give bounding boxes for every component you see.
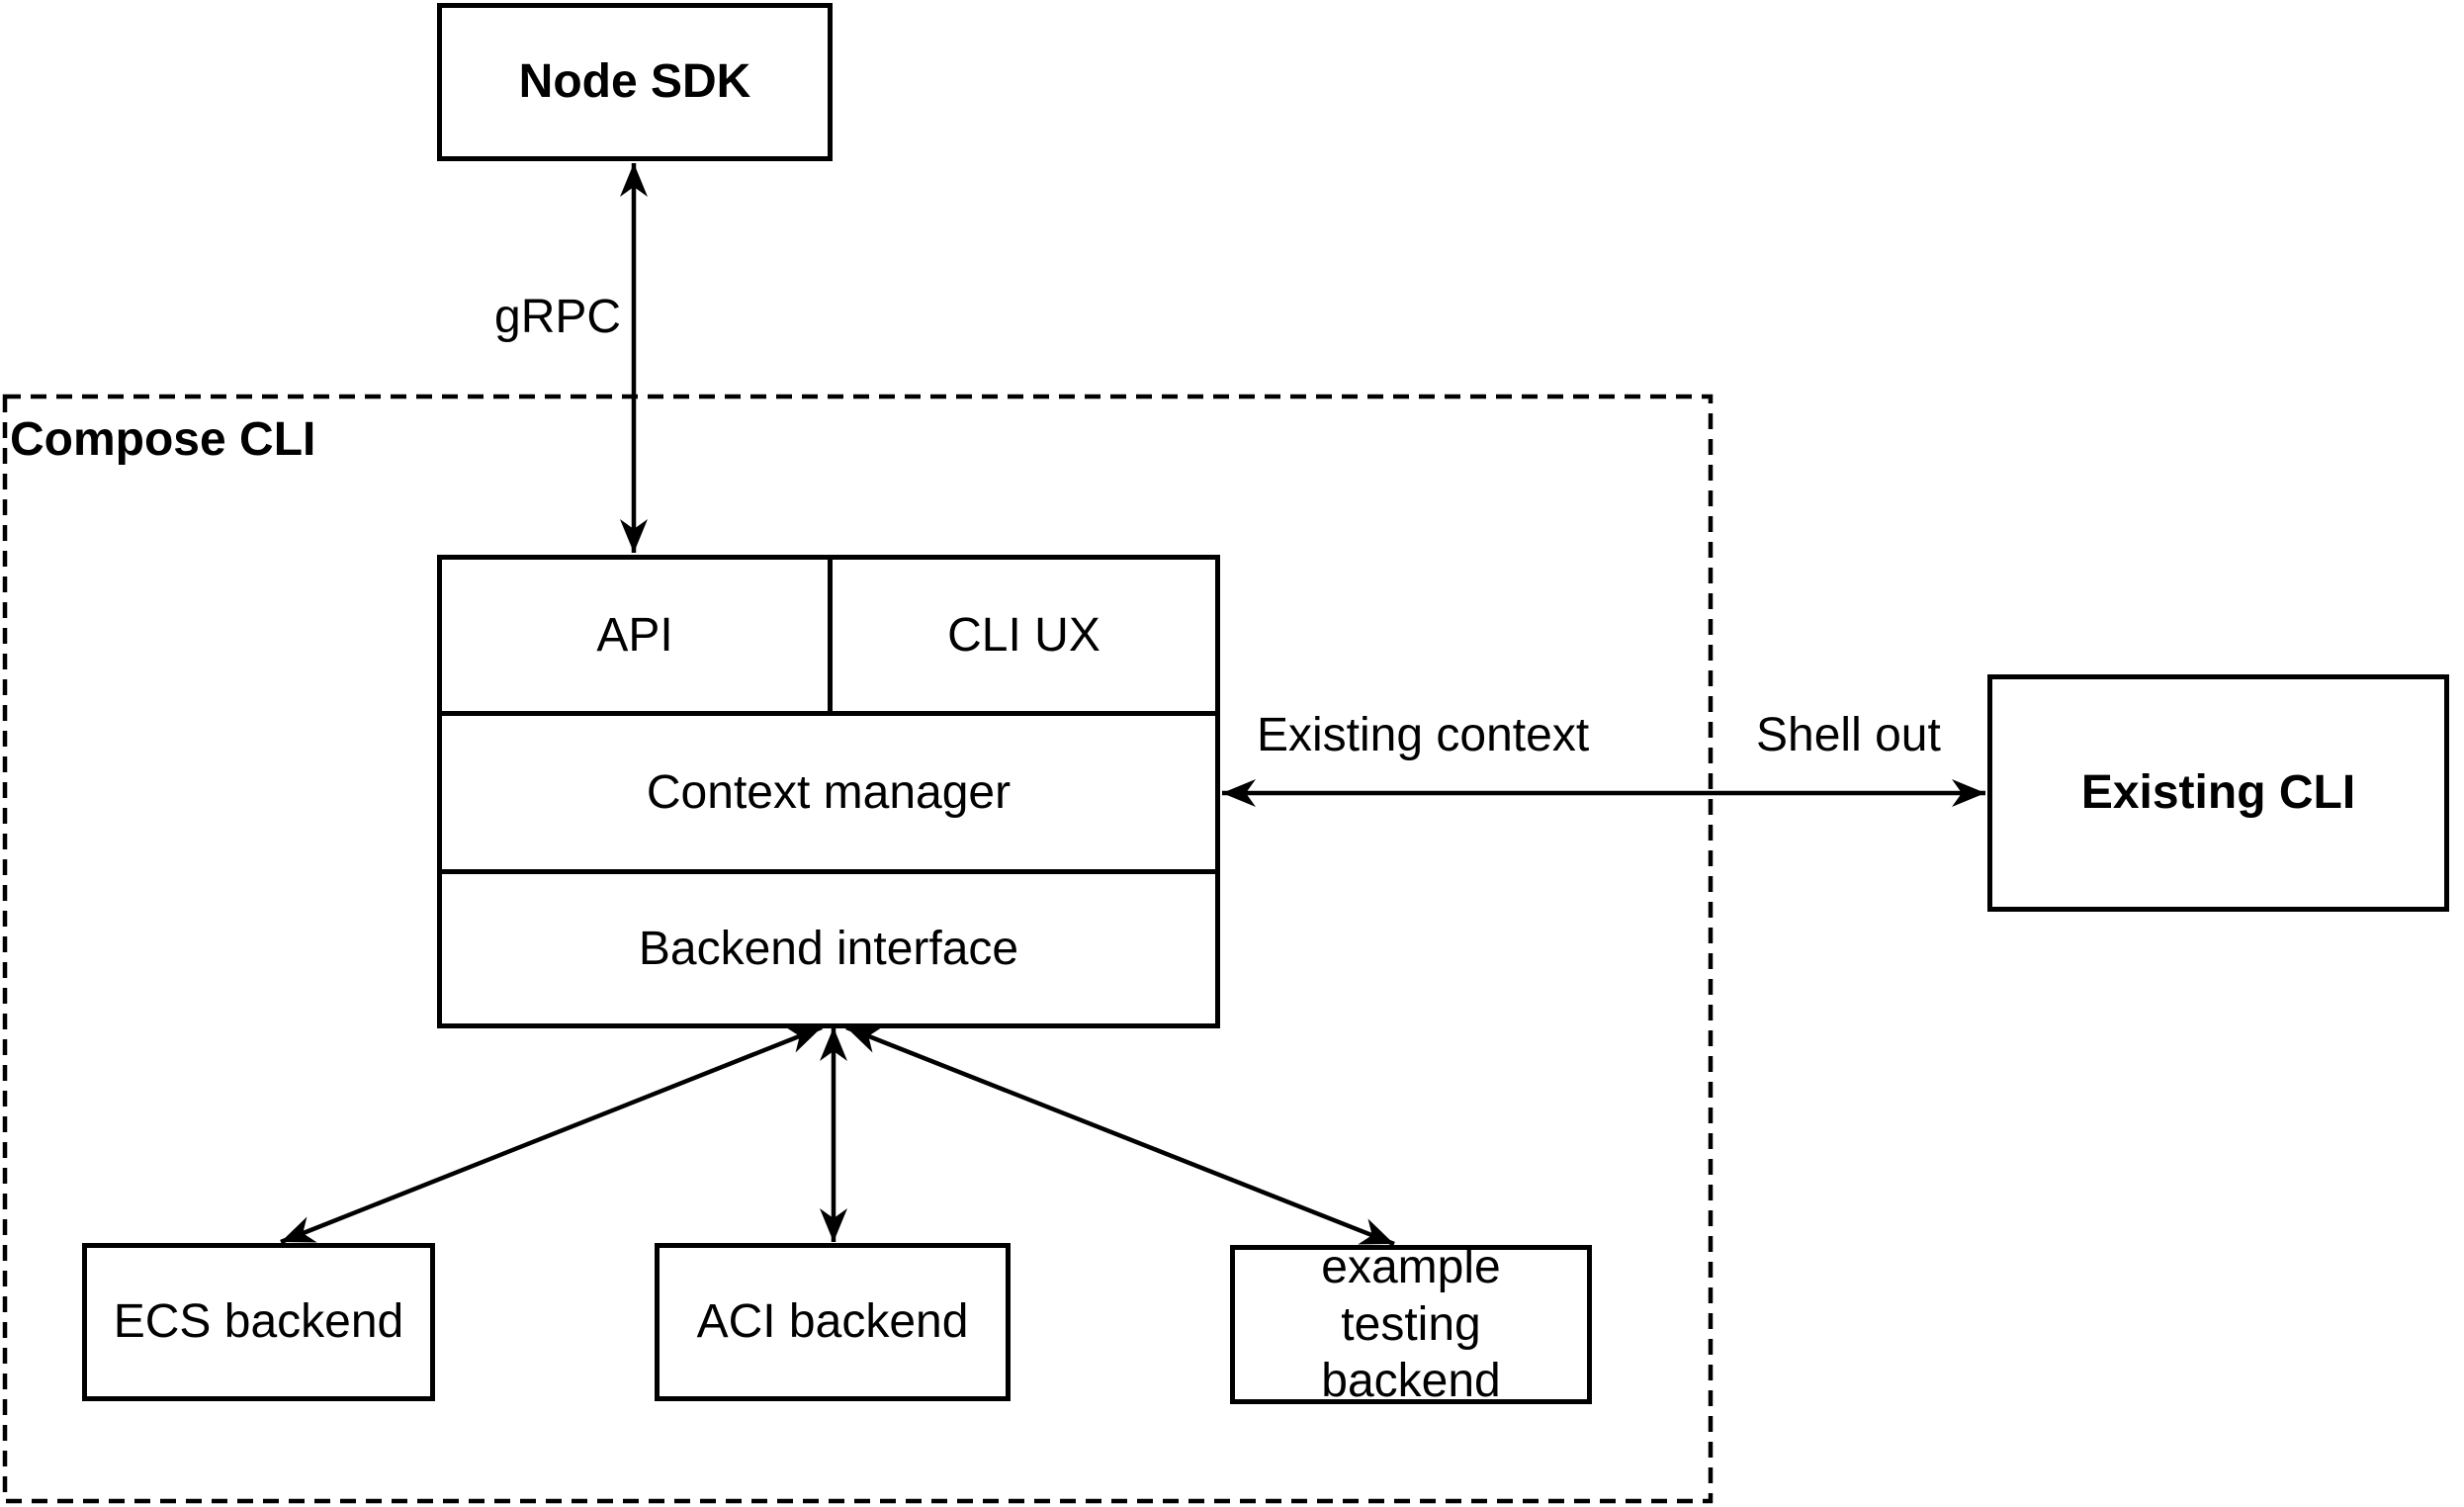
backend-interface-label: Backend interface [638, 923, 1019, 975]
node-example-testing-backend: example testing backend [1230, 1241, 1592, 1407]
node-backend-interface: Backend interface [442, 874, 1215, 1023]
stack-top-row: API CLI UX [442, 560, 1215, 716]
compose-cli-group-border [2, 394, 1714, 1504]
edge-label-grpc: gRPC [494, 291, 622, 343]
api-label: API [596, 609, 673, 662]
ecs-backend-label: ECS backend [113, 1295, 404, 1349]
node-existing-cli: Existing CLI [1987, 674, 2449, 912]
node-ecs-backend: ECS backend [82, 1243, 435, 1401]
node-compose-cli-stack: API CLI UX Context manager Backend inter… [437, 555, 1220, 1028]
example-testing-backend-label: example testing backend [1321, 1241, 1501, 1408]
node-sdk-label: Node SDK [518, 55, 751, 109]
node-aci-backend: ACI backend [655, 1243, 1011, 1401]
edge-backend-example [845, 1024, 1395, 1247]
compose-cli-group-label: Compose CLI [10, 413, 316, 466]
cli-ux-label: CLI UX [947, 609, 1100, 662]
edge-backend-ecs [280, 1024, 823, 1245]
existing-cli-label: Existing CLI [2080, 766, 2356, 820]
node-cli-ux: CLI UX [833, 560, 1215, 711]
edge-label-existing-context: Existing context [1257, 709, 1590, 761]
edge-label-shell-out: Shell out [1756, 709, 1941, 761]
node-api: API [442, 560, 833, 711]
aci-backend-label: ACI backend [696, 1295, 969, 1349]
node-node-sdk: Node SDK [437, 3, 833, 161]
node-context-manager: Context manager [442, 716, 1215, 874]
context-manager-label: Context manager [646, 766, 1012, 819]
